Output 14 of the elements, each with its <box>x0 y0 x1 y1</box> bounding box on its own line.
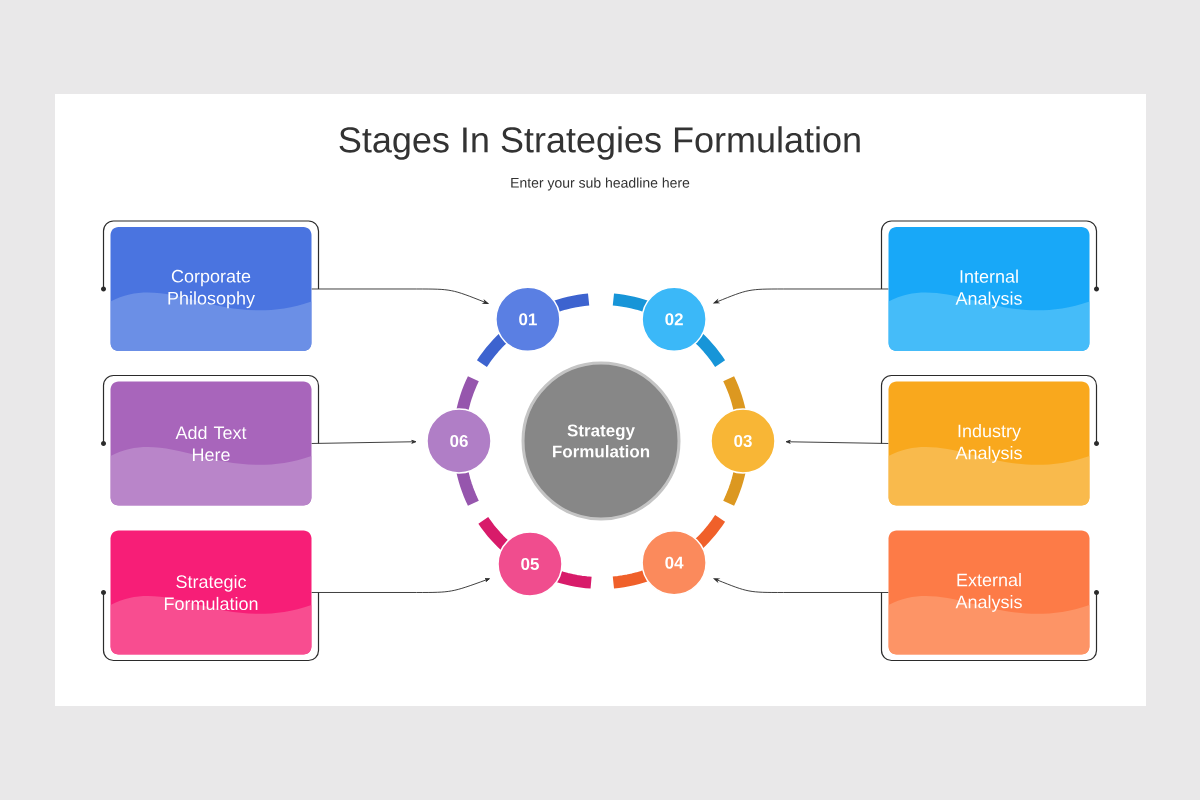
stage-card: Industry Analysis <box>888 381 1090 506</box>
arrow <box>713 578 889 593</box>
stage-card: Add Text Here <box>110 381 312 506</box>
stage-card: Corporate Philosophy <box>110 227 312 351</box>
arrow <box>311 578 490 593</box>
arrow <box>785 439 889 444</box>
stage-card: External Analysis <box>888 530 1090 655</box>
arrow <box>311 439 417 444</box>
subtitle: Enter your sub headline here <box>511 177 690 191</box>
arrow <box>713 288 889 304</box>
stage-card: Strategic Formulation <box>110 530 312 655</box>
stage-card: Internal Analysis <box>888 227 1090 351</box>
title: Stages In Strategies Formulation <box>339 126 860 160</box>
arrow <box>311 288 489 304</box>
